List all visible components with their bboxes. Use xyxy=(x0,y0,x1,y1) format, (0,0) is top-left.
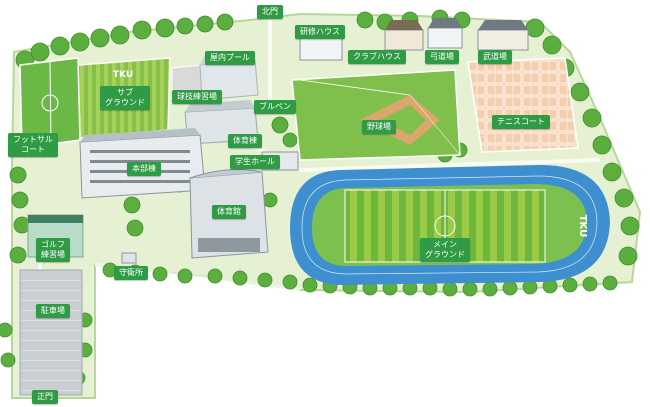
label-golf-line1: ゴルフ xyxy=(41,240,65,249)
label-gymnasium[interactable]: 体育館 xyxy=(212,205,246,219)
label-baseball[interactable]: 野球場 xyxy=(362,120,396,134)
label-futsal[interactable]: フットサル コート xyxy=(8,133,58,157)
label-gym-wing[interactable]: 体育棟 xyxy=(228,134,262,148)
label-guard-office[interactable]: 守衛所 xyxy=(114,266,148,280)
label-north-gate[interactable]: 北門 xyxy=(257,5,283,19)
guard-office-building xyxy=(121,252,137,264)
label-main-ground-line1: メイン xyxy=(433,240,457,249)
label-training-house[interactable]: 研修ハウス xyxy=(295,25,345,39)
label-futsal-line1: フットサル xyxy=(13,135,53,144)
label-parking[interactable]: 駐車場 xyxy=(36,304,70,318)
label-main-building[interactable]: 本部棟 xyxy=(127,162,161,176)
label-main-ground-line2: グラウンド xyxy=(425,250,465,259)
martial-arts-hall xyxy=(477,29,529,51)
sub-ground-mark: TKU xyxy=(113,70,133,80)
label-student-hall[interactable]: 学生ホール xyxy=(230,155,280,169)
label-sub-ground-line2: グラウンド xyxy=(105,98,145,107)
label-ball-practice[interactable]: 球技練習場 xyxy=(172,90,222,104)
main-ground-track xyxy=(290,165,610,285)
label-martial-arts[interactable]: 武道場 xyxy=(478,50,512,64)
label-main-ground[interactable]: メイン グラウンド xyxy=(420,238,470,262)
training-house xyxy=(299,37,343,61)
label-bullpen[interactable]: ブルペン xyxy=(254,100,296,114)
label-sub-ground-line1: サブ xyxy=(117,88,133,97)
label-golf[interactable]: ゴルフ 練習場 xyxy=(36,238,70,262)
track-mark: TKU xyxy=(577,215,588,238)
label-club-house[interactable]: クラブハウス xyxy=(348,50,406,64)
parking-lot xyxy=(19,269,83,396)
label-main-gate[interactable]: 正門 xyxy=(32,390,58,404)
label-futsal-line2: コート xyxy=(21,145,45,154)
label-tennis[interactable]: テニスコート xyxy=(492,115,550,129)
archery-hall xyxy=(427,27,463,49)
label-indoor-pool[interactable]: 屋内プール xyxy=(205,51,255,65)
label-golf-line2: 練習場 xyxy=(41,250,65,259)
label-sub-ground[interactable]: サブ グラウンド xyxy=(100,86,150,110)
club-house xyxy=(384,29,424,51)
tennis-courts xyxy=(467,57,579,153)
label-archery[interactable]: 弓道場 xyxy=(425,50,459,64)
